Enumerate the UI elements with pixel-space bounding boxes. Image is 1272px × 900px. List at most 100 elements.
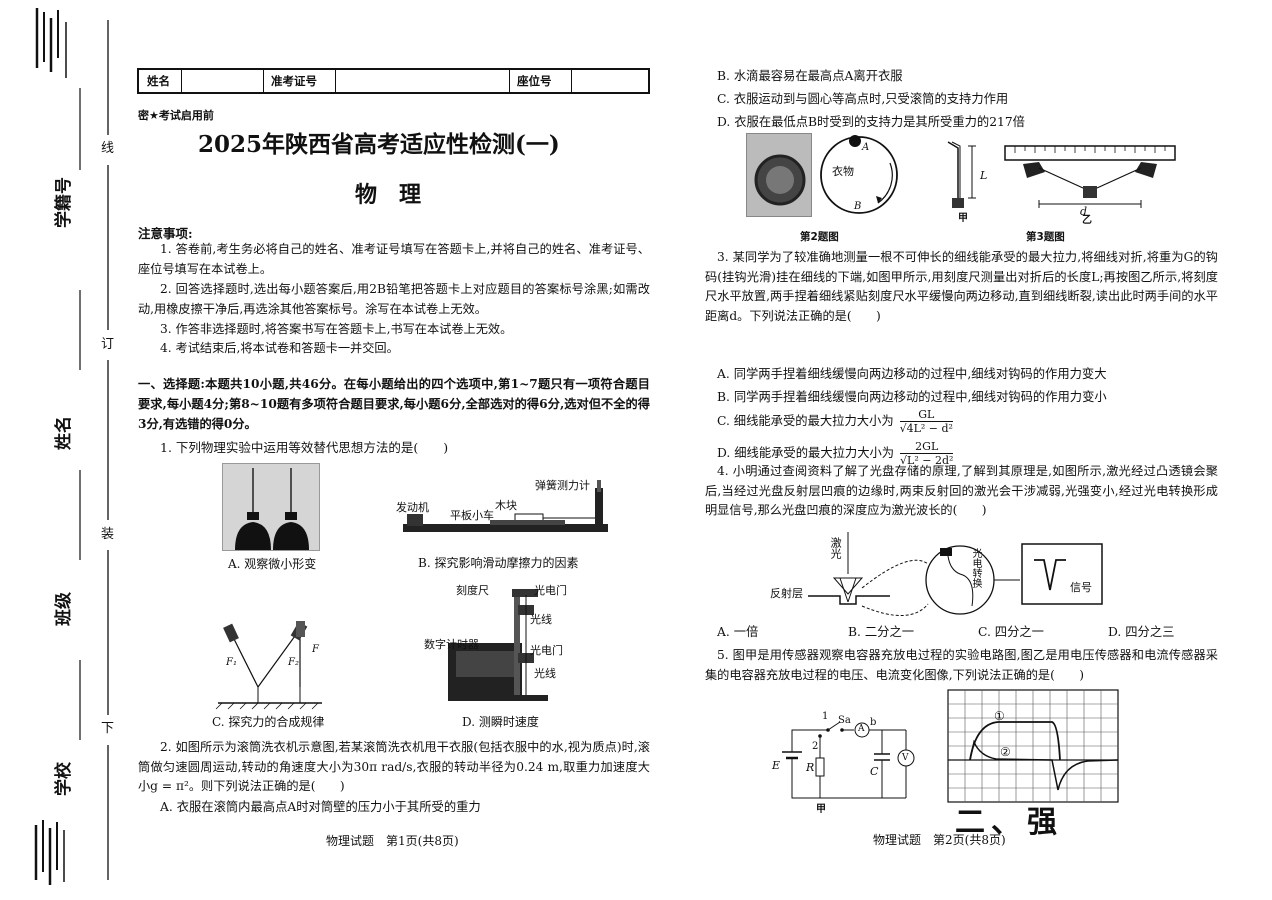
name-label: 姓名 (147, 74, 170, 88)
q1-option-c: C. 探究力的合成规律 (212, 715, 325, 729)
q3-option-b: B. 同学两手捏着细线缓慢向两边移动的过程中,细线对钩码的作用力变小 (717, 390, 1107, 404)
force-f2-label: F₂ (288, 657, 299, 668)
washing-machine-photo (746, 133, 812, 217)
point-b-label: B (854, 201, 862, 212)
spring-scale-label: 弹簧测力计 (535, 479, 590, 492)
line-1-label: 光线 (530, 613, 552, 626)
binding-mark-xian: 线 (101, 141, 115, 156)
info-divider (335, 70, 336, 92)
frac-d-denominator: √L² − 2d² (900, 454, 954, 467)
info-divider (181, 70, 182, 92)
switch-2-label: 2 (812, 741, 819, 752)
watermark-text: 二、强 (955, 805, 1063, 840)
gate-2-label: 光电门 (530, 644, 563, 657)
binding-lines (34, 8, 109, 885)
point-a-label: A (862, 142, 870, 153)
drum-diagram (820, 135, 898, 214)
washing-machine-drum (754, 154, 806, 206)
length-l-label: L (980, 169, 988, 182)
voltmeter-label: V (902, 753, 909, 763)
info-box: 姓名 准考证号 座位号 (137, 68, 650, 94)
exam-id-label: 准考证号 (271, 74, 317, 88)
q5-stem: 5. 图甲是用传感器观察电容器充放电过程的实验电路图,图乙是用电压传感器和电流传… (705, 648, 1218, 682)
info-divider (571, 70, 572, 92)
q2-option-d: D. 衣服在最低点B时受到的支持力是其所受重力的217倍 (717, 115, 1025, 129)
gate-1-label: 光电门 (534, 584, 567, 597)
info-divider (263, 70, 264, 92)
emf-label: E (772, 759, 781, 772)
binding-mark-xia: 下 (101, 721, 115, 736)
q2-option-b: B. 水滴最容易在最高点A离开衣服 (717, 69, 903, 83)
photoelectric-label: 光电转换 (970, 548, 981, 588)
q3-option-c-fraction: GL√4L² − d² (899, 408, 953, 435)
cart-label: 平板小车 (450, 509, 494, 522)
hanging-weight-diagram (947, 141, 976, 208)
capacitor-label: C (870, 765, 879, 778)
force-f-label: F (312, 644, 319, 655)
fig-jia-circuit-label: 甲 (816, 804, 826, 815)
q4-option-b: B. 二分之一 (848, 625, 915, 639)
node-b-label: b (870, 717, 877, 728)
q1-option-b: B. 探究影响滑动摩擦力的因素 (418, 556, 579, 570)
notes-heading: 注意事项: (138, 226, 193, 241)
q1-fig-b (403, 480, 608, 532)
q4-stem: 4. 小明通过查阅资料了解了光盘存储的原理,了解到其原理是,如图所示,激光经过凸… (705, 464, 1218, 517)
distance-d-label: d (1080, 205, 1088, 218)
exam-title: 2025年陕西省高考适应性检测(一) (198, 131, 560, 158)
q1-fig-c (215, 621, 322, 710)
fig-yi-label: 乙 (1082, 215, 1092, 226)
q3-stem: 3. 某同学为了较准确地测量一根不可伸长的细线能承受的最大拉力,将细线对折,将重… (705, 250, 1218, 323)
binding-mark-ding: 订 (101, 337, 115, 352)
q4-option-c: C. 四分之一 (978, 625, 1044, 639)
note-3: 3. 作答非选择题时,将答案书写在答题卡上,书写在本试卷上无效。 (160, 322, 513, 336)
ruler-label: 刻度尺 (456, 584, 489, 597)
curve-2-label: ② (1000, 745, 1011, 759)
field-student-id: 学籍号 (54, 177, 74, 228)
field-school: 学校 (54, 762, 74, 796)
clothes-label: 衣物 (832, 165, 854, 178)
reflect-layer-label: 反射层 (770, 587, 803, 600)
charge-discharge-graph (947, 689, 1119, 803)
seat-label: 座位号 (517, 74, 552, 88)
subject-title: 物 理 (355, 182, 422, 208)
laser-label: 激光 (829, 537, 843, 559)
q3-option-c: C. 细线能承受的最大拉力大小为 GL√4L² − d² (717, 408, 953, 435)
binding-mark-zhuang: 装 (101, 527, 115, 542)
q1-stem: 1. 下列物理实验中运用等效替代思想方法的是( ) (160, 440, 449, 455)
switch-sa-label: Sa (838, 715, 851, 726)
signal-label: 信号 (1070, 581, 1092, 594)
q1-fig-d (448, 589, 548, 701)
footer-right: 物理试题 第2页(共8页) (873, 833, 1006, 847)
curve-1-label: ① (994, 709, 1005, 723)
q3-option-d: D. 细线能承受的最大拉力大小为 2GL√L² − 2d² (717, 440, 954, 467)
fig2-caption: 第2题图 (800, 231, 839, 243)
q4-option-a: A. 一倍 (717, 625, 759, 639)
timer-label: 数字计时器 (424, 638, 479, 651)
q3-option-d-fraction: 2GL√L² − 2d² (900, 440, 954, 467)
q4-option-d: D. 四分之三 (1108, 625, 1175, 639)
ruler-spread-diagram (1004, 145, 1176, 208)
binding-margin: 学籍号 姓名 班级 学校 线 订 装 下 (0, 0, 125, 900)
secret-mark: 密★考试启用前 (138, 109, 214, 122)
field-name: 姓名 (54, 416, 74, 450)
line-2-label: 光线 (534, 667, 556, 680)
info-divider (509, 70, 510, 92)
frac-c-denominator: √4L² − d² (899, 422, 953, 435)
force-f1-label: F₁ (226, 657, 237, 668)
bottle-illustration (235, 468, 309, 550)
capacitor-circuit (782, 721, 915, 799)
q2-stem: 2. 如图所示为滚筒洗衣机示意图,若某滚筒洗衣机甩干衣服(包括衣服中的水,视为质… (138, 740, 650, 793)
ammeter-label: A (858, 724, 865, 734)
field-class: 班级 (54, 592, 74, 626)
q3-option-c-text: C. 细线能承受的最大拉力大小为 (717, 414, 894, 428)
switch-1-label: 1 (822, 711, 829, 722)
q3-option-d-text: D. 细线能承受的最大拉力大小为 (717, 446, 895, 460)
block-label: 木块 (495, 499, 517, 512)
q1-option-a: A. 观察微小形变 (228, 557, 317, 571)
footer-left: 物理试题 第1页(共8页) (326, 834, 459, 848)
section-1-instructions: 一、选择题:本题共10小题,共46分。在每小题给出的四个选项中,第1~7题只有一… (138, 377, 650, 431)
frac-c-numerator: GL (899, 408, 953, 422)
fig3-caption: 第3题图 (1026, 231, 1065, 243)
frac-d-numerator: 2GL (900, 440, 954, 454)
q1-option-d: D. 测瞬时速度 (462, 715, 539, 729)
